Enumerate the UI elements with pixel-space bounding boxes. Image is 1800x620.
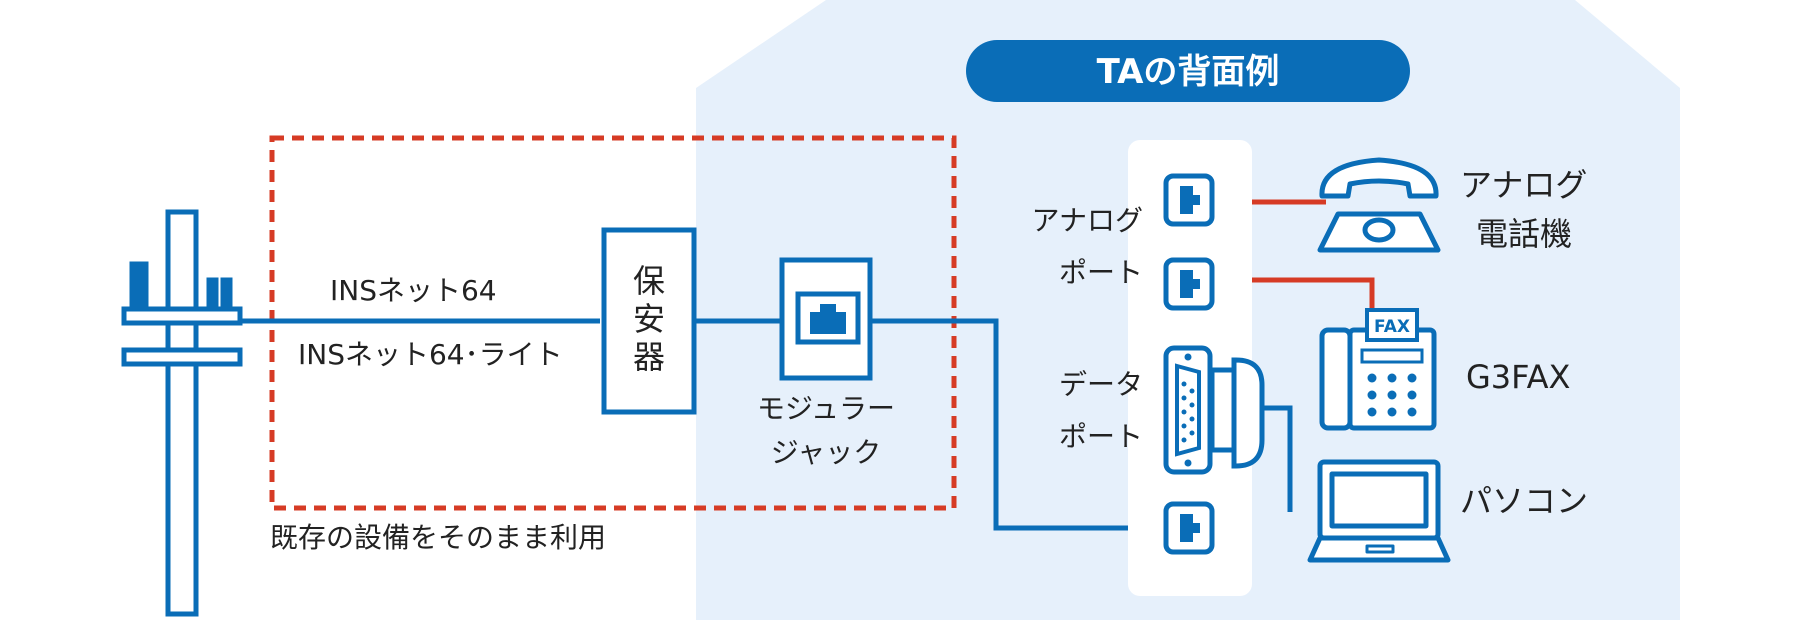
fax-icon: FAX — [1319, 308, 1437, 431]
analog-phone-label-2: 電話機 — [1476, 215, 1572, 253]
ins-net64-lite-label: INSネット64･ライト — [298, 338, 563, 371]
modular-jack-label-2: ジャック — [771, 436, 882, 469]
analog-port-label-2: ポート — [1059, 256, 1143, 289]
blue-wiring — [240, 318, 1293, 531]
protector-label-3: 器 — [633, 338, 665, 376]
existing-equipment-note: 既存の設備をそのまま利用 — [270, 521, 606, 554]
protector-box: 保 安 器 — [601, 227, 697, 415]
data-port-icon — [1163, 501, 1215, 555]
utility-pole-icon — [121, 209, 243, 617]
modular-jack-icon — [779, 257, 873, 381]
serial-cable-plug-icon — [1209, 357, 1265, 469]
fax-label: G3FAX — [1466, 358, 1570, 396]
modular-jack-label-1: モジュラー — [757, 392, 895, 425]
badge-label: TAの背面例 — [1097, 52, 1280, 92]
ins-net64-label: INSネット64 — [330, 274, 497, 307]
fax-panel-text: FAX — [1374, 317, 1410, 337]
protector-label-2: 安 — [633, 300, 665, 338]
ta-badge: TAの背面例 — [966, 40, 1410, 102]
analog-port-label-1: アナログ — [1032, 204, 1143, 237]
analog-port-1-icon — [1163, 173, 1215, 227]
pc-label: パソコン — [1460, 482, 1588, 520]
data-port-label-2: ポート — [1059, 420, 1143, 453]
data-port-label-1: データ — [1059, 368, 1143, 401]
analog-phone-label-1: アナログ — [1460, 166, 1587, 204]
laptop-icon — [1307, 459, 1451, 563]
analog-port-2-icon — [1163, 257, 1215, 311]
serial-port-icon — [1163, 345, 1213, 475]
protector-label-1: 保 — [633, 262, 665, 300]
telephone-icon — [1317, 157, 1441, 253]
